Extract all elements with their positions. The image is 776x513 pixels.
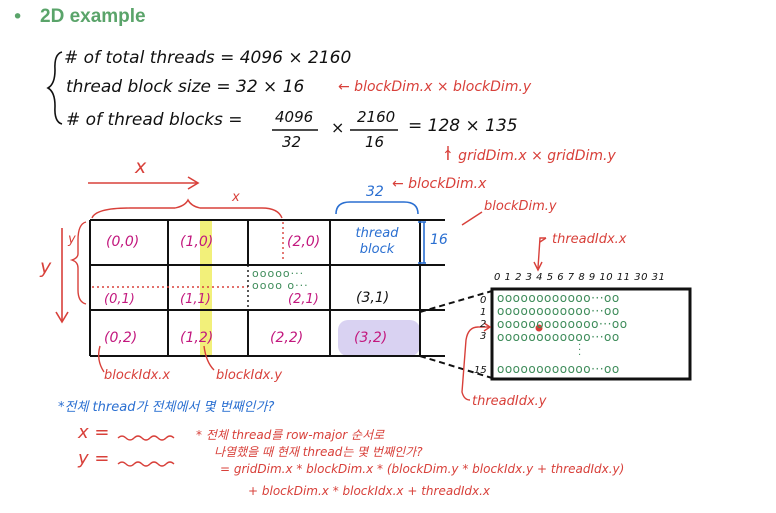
thread-dots-row: ooooooooooooo···oo (497, 317, 628, 331)
row-number: 1 (480, 307, 487, 318)
thread-block-label: thread block (355, 226, 399, 257)
block-cell: (0,1) (104, 292, 135, 307)
thread-dots-row: ooooo··· (252, 267, 305, 280)
block-cell: (2,1) (288, 292, 319, 307)
note-line-1: * 전체 thread를 row-major 순서로 (196, 428, 385, 442)
row-number: 15 (474, 365, 487, 376)
block-cell: (1,2) (180, 330, 214, 346)
note-line-2: 나열했을 때 현재 thread는 몇 번째인가? (214, 445, 423, 459)
grid-dim-note: ↑ gridDim.x × gridDim.y (442, 148, 616, 164)
blockdim-x-brace (335, 201, 419, 215)
thread-dots-row: oooooooooooo···oo (497, 330, 620, 344)
block-cell: (0,2) (104, 330, 138, 346)
blockdim-x-note: ← blockDim.x (392, 176, 487, 192)
vertical-ellipsis: ··· (578, 340, 582, 361)
block-cell: (1,0) (180, 234, 214, 250)
current-thread-dot (535, 324, 543, 332)
x-blank (117, 435, 175, 441)
block-grid-lines (89, 219, 445, 357)
y-axis-label: y (40, 256, 52, 278)
y-blank (117, 461, 175, 467)
times-sign: × (331, 118, 345, 137)
bullet-icon: • (12, 6, 24, 28)
blockdim-y-value: 16 (430, 232, 448, 248)
row-number: 2 (480, 319, 487, 330)
block-highlight (338, 320, 420, 356)
block-cell: (1,1) (180, 292, 211, 307)
block-cell: (3,1) (356, 290, 390, 306)
grid-x-brace-label: x (232, 190, 240, 205)
formula-line-2: + blockDim.x * blockIdx.x + threadIdx.x (248, 484, 490, 498)
grid-y-brace (69, 221, 87, 305)
blockidx-y-label: blockIdx.y (216, 368, 283, 383)
grid-x-brace (91, 198, 283, 219)
x-equals: x = (78, 422, 110, 443)
total-threads-eq: # of total threads = 4096 × 2160 (64, 48, 352, 68)
y-equals: y = (78, 448, 110, 469)
block-cell: (2,2) (270, 330, 304, 346)
blockidx-x-label: blockIdx.x (104, 368, 171, 383)
blockdim-y-note: blockDim.y (484, 199, 557, 214)
block-cell: (2,0) (287, 234, 321, 250)
block-size-note: ← blockDim.x × blockDim.y (338, 79, 532, 95)
zoom-connector-bottom (419, 355, 493, 379)
thread-dots-row: oooo o··· (252, 279, 309, 292)
row-number: 3 (480, 331, 487, 342)
block-cell: (3,2) (354, 330, 388, 346)
column-highlight (200, 220, 212, 356)
num-blocks-result: = 128 × 135 (408, 116, 518, 136)
equations-brace (46, 51, 63, 125)
fraction1-numerator: 4096 (275, 108, 314, 126)
zoomed-thread-block (490, 287, 692, 381)
row-number: 0 (480, 295, 487, 306)
thread-dots-row: oooooooooooo···oo (497, 291, 620, 305)
grid-y-brace-label: y (68, 232, 76, 247)
thread-dots-row: oooooooooooo···oo (497, 304, 620, 318)
section-title: 2D example (40, 6, 146, 27)
threadidx-y-label: threadIdx.y (472, 394, 547, 409)
block-cell: (0,0) (106, 234, 140, 250)
blockdim-x-value: 32 (366, 184, 384, 200)
num-blocks-label: # of thread blocks = (66, 110, 243, 130)
column-numbers: 0 1 2 3 4 5 6 7 8 9 10 11 30 31 (494, 272, 666, 283)
fraction2-numerator: 2160 (357, 108, 396, 126)
block-size-eq: thread block size = 32 × 16 (66, 77, 305, 97)
fraction1-denominator: 32 (282, 133, 302, 151)
thread-dots-row: oooooooooooo···oo (497, 362, 620, 376)
zoom-connector-top (419, 290, 493, 313)
threadidx-x-label: threadIdx.x (552, 232, 627, 247)
formula-line-1: = gridDim.x * blockDim.x * (blockDim.y *… (220, 462, 625, 476)
fraction2-denominator: 16 (365, 133, 385, 151)
question-text: *전체 thread가 전체에서 몇 번째인가? (58, 400, 275, 415)
x-axis-label: x (135, 156, 147, 178)
